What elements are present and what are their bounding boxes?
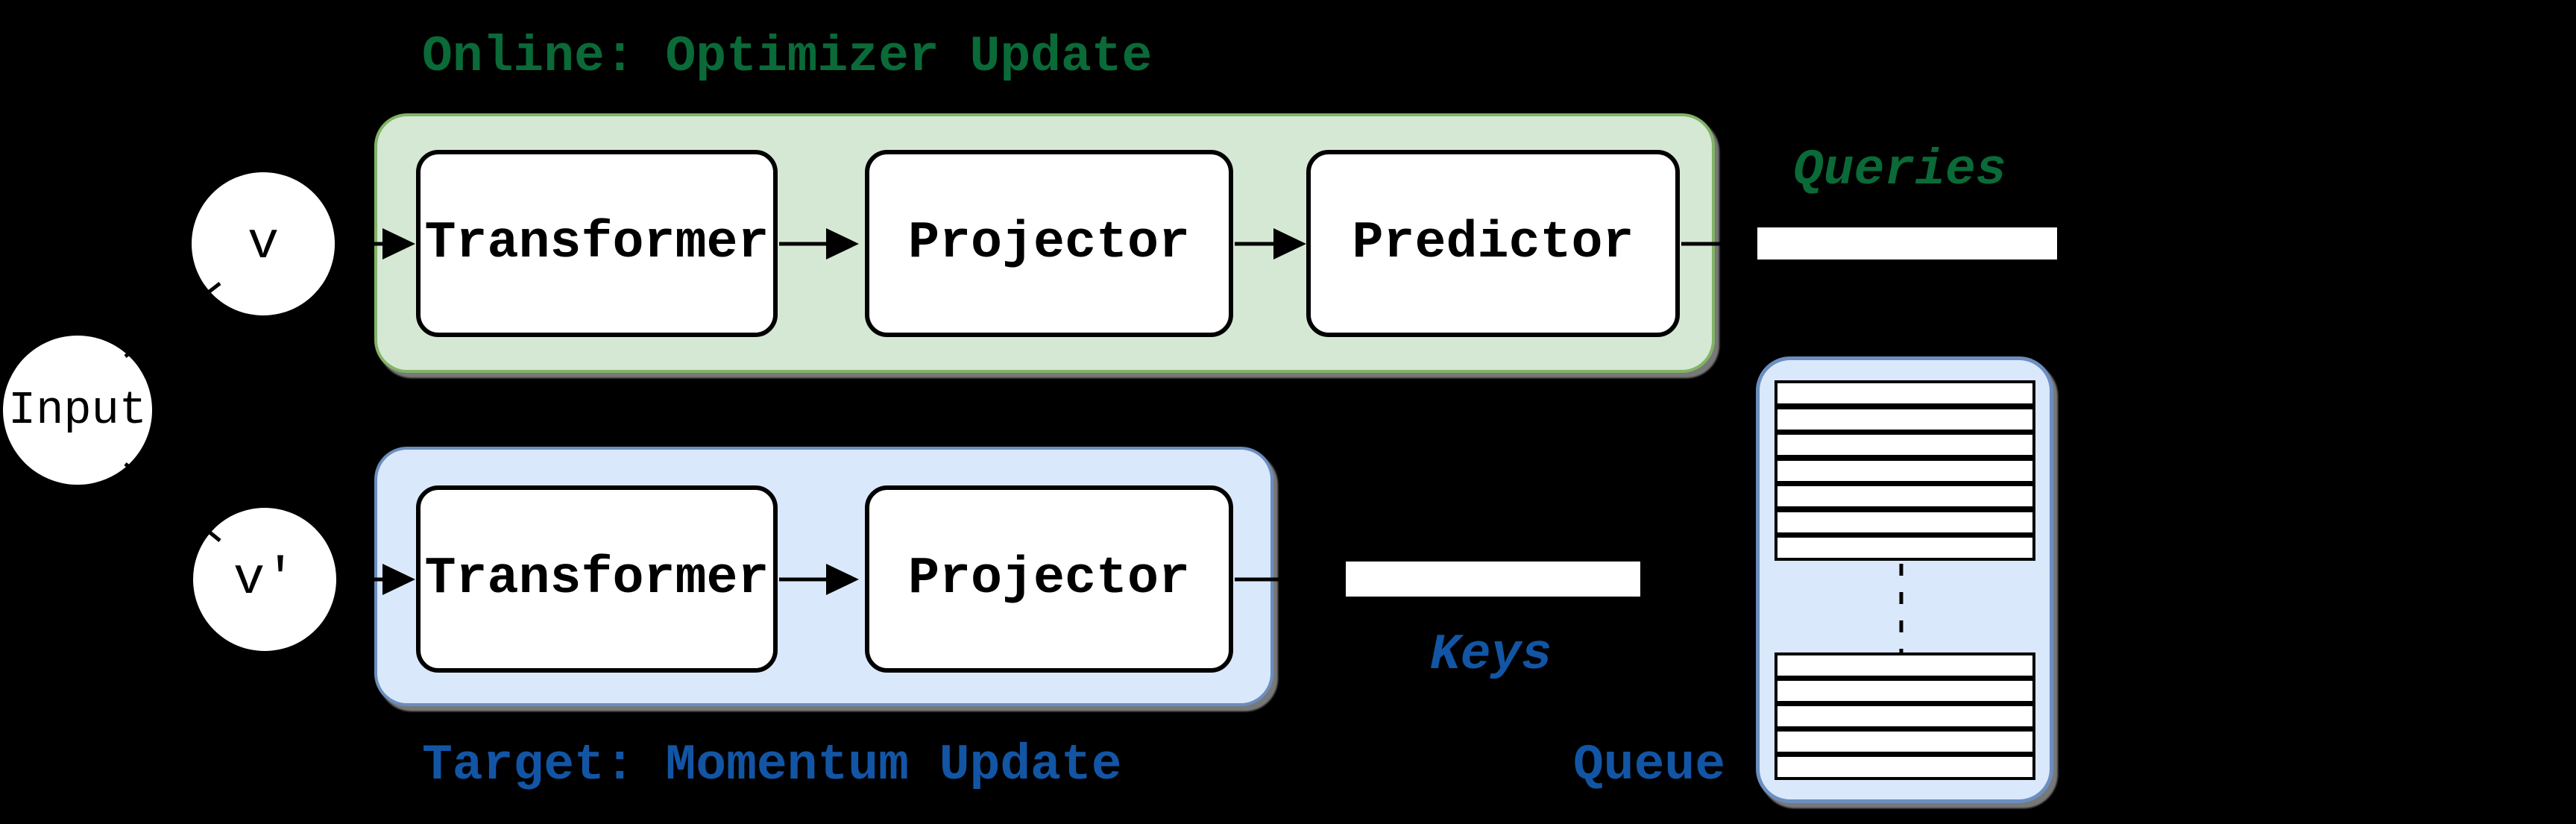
online-projector-box: Projector bbox=[865, 150, 1233, 337]
queue-row bbox=[1774, 509, 2035, 535]
queue-row bbox=[1774, 754, 2035, 780]
queue-row bbox=[1774, 406, 2035, 433]
queries-label: Queries bbox=[1793, 142, 2006, 199]
view-node-target-label: v' bbox=[233, 550, 296, 609]
online-predictor-box: Predictor bbox=[1306, 150, 1680, 337]
edge-input-to-v bbox=[124, 282, 221, 358]
input-node-label: Input bbox=[7, 383, 148, 437]
queue-row bbox=[1774, 432, 2035, 458]
queue-box bbox=[1756, 356, 2053, 803]
keys-embedding-bar bbox=[1346, 562, 1640, 597]
online-branch-title: Online: Optimizer Update bbox=[422, 28, 1153, 86]
queue-row bbox=[1774, 380, 2035, 406]
edge-input-to-v-prime bbox=[124, 462, 221, 542]
target-branch-title: Target: Momentum Update bbox=[422, 737, 1122, 794]
online-projector-label: Projector bbox=[907, 214, 1191, 273]
keys-label: Keys bbox=[1430, 626, 1552, 684]
queries-embedding-bar bbox=[1757, 227, 2057, 260]
queue-row bbox=[1774, 729, 2035, 755]
online-predictor-label: Predictor bbox=[1352, 214, 1634, 273]
queue-row bbox=[1774, 458, 2035, 484]
queue-row bbox=[1774, 678, 2035, 704]
online-transformer-label: Transformer bbox=[424, 214, 769, 273]
view-node-online-label: v bbox=[247, 214, 279, 274]
target-projector-label: Projector bbox=[907, 550, 1191, 608]
view-node-online: v bbox=[192, 172, 335, 315]
input-node: Input bbox=[3, 336, 152, 485]
target-projector-box: Projector bbox=[865, 485, 1233, 673]
queue-row bbox=[1774, 535, 2035, 561]
target-transformer-label: Transformer bbox=[424, 550, 769, 608]
view-node-target: v' bbox=[193, 508, 336, 651]
queue-label: Queue bbox=[1573, 737, 1726, 794]
queue-row bbox=[1774, 652, 2035, 679]
target-transformer-box: Transformer bbox=[416, 485, 778, 673]
queue-row bbox=[1774, 483, 2035, 509]
online-transformer-box: Transformer bbox=[416, 150, 778, 337]
queue-row bbox=[1774, 703, 2035, 729]
